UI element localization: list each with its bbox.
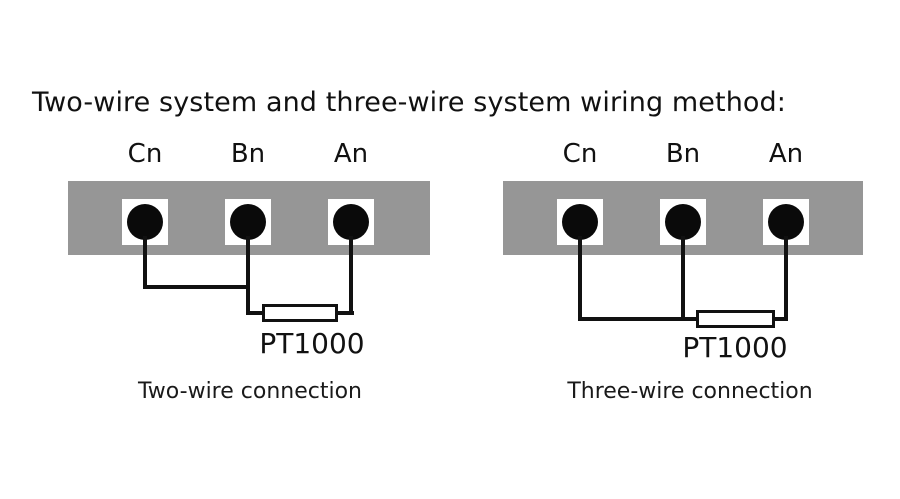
terminal-label-an: An bbox=[333, 139, 369, 169]
terminal-dot-an bbox=[333, 204, 369, 240]
terminal-dot-bn bbox=[665, 204, 701, 240]
wire-bn-vertical bbox=[246, 236, 250, 315]
wire-an-vertical bbox=[349, 236, 353, 315]
wire-an-to-resistor bbox=[334, 311, 354, 315]
caption-three-wire: Three-wire connection bbox=[567, 379, 813, 404]
terminal-dot-an bbox=[768, 204, 804, 240]
component-label-pt1000: PT1000 bbox=[259, 327, 365, 360]
page-title: Two-wire system and three-wire system wi… bbox=[32, 87, 786, 118]
terminal-label-cn: Cn bbox=[562, 139, 598, 169]
wire-bn-to-resistor bbox=[246, 311, 266, 315]
wire-cn-to-bn-horizontal bbox=[143, 285, 250, 289]
component-label-pt1000: PT1000 bbox=[682, 331, 788, 364]
resistor-pt1000 bbox=[696, 310, 775, 328]
terminal-dot-cn bbox=[562, 204, 598, 240]
wire-an-to-resistor bbox=[771, 317, 788, 321]
wire-bus-to-resistor bbox=[578, 317, 698, 321]
wire-cn-vertical bbox=[578, 236, 582, 321]
terminal-label-bn: Bn bbox=[230, 139, 266, 169]
caption-two-wire: Two-wire connection bbox=[137, 379, 362, 404]
terminal-label-cn: Cn bbox=[127, 139, 163, 169]
wire-bn-vertical bbox=[681, 236, 685, 321]
wire-an-vertical bbox=[784, 236, 788, 319]
terminal-label-bn: Bn bbox=[665, 139, 701, 169]
diagram-two-wire: Cn Bn An PT1000 Two-wire connection bbox=[68, 139, 430, 404]
diagram-three-wire: Cn Bn An PT1000 Three-wire connection bbox=[435, 0, 885, 499]
resistor-pt1000 bbox=[262, 304, 338, 322]
terminal-dot-cn bbox=[127, 204, 163, 240]
terminal-label-an: An bbox=[768, 139, 804, 169]
terminal-dot-bn bbox=[230, 204, 266, 240]
wire-cn-vertical bbox=[143, 236, 147, 289]
